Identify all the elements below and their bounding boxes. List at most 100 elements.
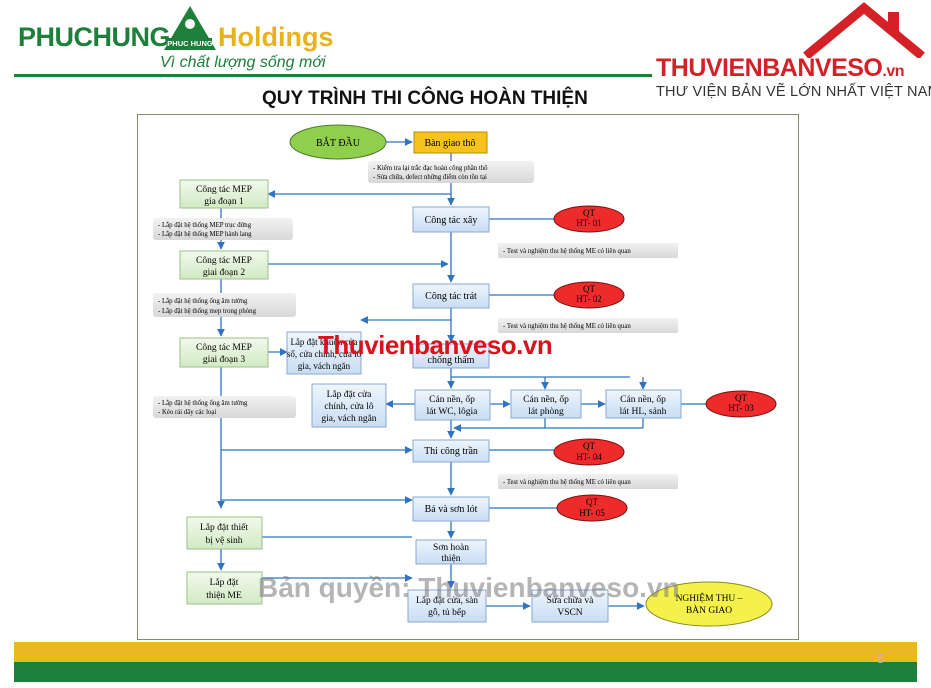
mep3-line2: giai đoạn 3 [203,355,245,365]
plaster-box: Công tác trát [412,283,490,309]
final-paint-line1: Sơn hoàn [433,543,469,553]
doors-line1: Lắp đặt cửa [327,389,372,400]
qt05-line1: QT [586,497,598,507]
waterproof-box: chống thấm [412,343,490,369]
note-mep2-line2: - Lắp đặt hệ thống mep trong phòng [158,308,257,315]
qt02-line1: QT [583,284,595,294]
note-test-2: - Test và nghiệm thu hệ thống ME có liên… [498,318,678,333]
qt05-line2: HT- 05 [579,508,605,518]
qt-ht05-node: QT HT- 05 [556,494,628,522]
note-test-3: - Test và nghiệm thu hệ thống ME có liên… [498,474,678,489]
note-handover-line2: - Sửa chữa, defect những điểm còn tồn tạ… [373,174,487,181]
electrical-line1: Lắp đặt [210,577,239,588]
frames-line3: gia, vách ngăn [298,361,351,371]
logo-brand-phuchung: PHUCHUNG [18,22,171,52]
repair-line1: Sửa chữa và [547,596,594,606]
logo-mark-text: PHUC HUNG [167,39,213,48]
house-roof-icon [803,2,925,58]
masonry-box: Công tác xây [412,206,490,233]
tvbv-tagline: THƯ VIỆN BẢN VẼ LỚN NHẤT VIỆT NAM [656,84,931,100]
mep2-box: Công tác MEP giai đoạn 2 [179,250,269,280]
tvbv-brand: THUVIENBANVESO.vn [656,54,904,83]
end-line2: BÀN GIAO [686,604,732,616]
mep3-line1: Công tác MEP [196,343,252,353]
plaster-label: Công tác trát [425,291,477,302]
tile-wc-line1: Cán nền, ốp [429,394,475,405]
footer-green-band [14,662,917,682]
page-number: 5 [877,651,885,666]
mep1-box: Công tác MEP gia đoạn 1 [179,179,269,209]
flow-connectors [217,138,706,610]
note-mep3-line1: - Lắp đặt hệ thống ống âm tường [158,400,248,407]
header-rule [14,74,654,77]
putty-label: Bả và sơn lót [425,504,478,515]
handover-box: Bàn giao thô [413,131,488,154]
note-mep1-line1: - Lắp đặt hệ thống MEP trục đứng [158,222,252,229]
putty-box: Bả và sơn lót [412,496,490,522]
note-mep2-line1: - Lắp đặt hệ thống ống âm tường [158,298,248,305]
watermark-grey: Bản quyền: Thuvienbanveso.vn [258,572,680,603]
tvbv-brand-name: THUVIENBANVESO [656,54,883,82]
mep3-box: Công tác MEP giai đoạn 3 [179,337,269,368]
qt-ht03-node: QT HT- 03 [705,390,777,418]
thuvienbanveso-logo: THUVIENBANVESO.vn THƯ VIỆN BẢN VẼ LỚN NH… [652,0,931,106]
tile-room-line1: Cán nền, ốp [523,394,569,405]
handover-label: Bàn giao thô [424,138,475,149]
tile-hall-box: Cán nền, ốp lát HL, sảnh [605,389,682,419]
phuchung-logo: PHUCHUNG PHUC HUNG Holdings Vì chất lượn… [12,4,352,74]
frames-line1: Lắp đặt khuôn cửa [290,337,357,347]
qt-ht01-node: QT HT- 01 [553,205,625,233]
frames-line2: sổ, cửa chính, cửa lô [287,349,362,359]
ceiling-box: Thi công trần [412,439,490,463]
final-paint-box: Sơn hoàn thiện [415,539,487,565]
doors-line3: gia, vách ngăn [321,414,376,424]
footer-yellow-band [14,642,917,662]
tile-hall-line2: lát HL, sảnh [620,407,667,417]
qt-ht02-node: QT HT- 02 [553,281,625,309]
note-test-1-text: - Test và nghiệm thu hệ thống ME có liên… [503,248,631,255]
final-paint-line2: thiện [442,554,461,564]
doors-box: Lắp đặt cửa chính, cửa lô gia, vách ngăn [311,383,387,428]
note-handover-line1: - Kiểm tra lại trắc đạc hoàn công phần t… [373,165,488,172]
qt04-line2: HT- 04 [576,452,602,462]
qt02-line2: HT- 02 [576,294,601,304]
qt03-line2: HT- 03 [728,403,754,413]
note-test-1: - Test và nghiệm thu hệ thống ME có liên… [498,243,678,258]
note-mep1-line2: - Lắp đặt hệ thống MEP hành lang [158,231,252,238]
mep2-line2: giai đoạn 2 [203,268,245,278]
end-line1: NGHIỆM THU – [676,592,743,604]
doors-line2: chính, cửa lô [324,402,373,412]
tile-hall-line1: Cán nền, ốp [620,394,666,405]
qt01-line1: QT [583,208,595,218]
logo-slogan: Vì chất lượng sống mới [160,54,326,71]
tile-room-line2: lát phòng [528,407,564,417]
tile-room-box: Cán nền, ốp lát phòng [510,389,582,419]
electrical-line2: thiện ME [206,591,242,601]
tvbv-brand-suffix: .vn [882,63,904,80]
qt03-line1: QT [735,393,747,403]
end-node: NGHIỆM THU – BÀN GIAO [645,581,773,627]
frames-box: Lắp đặt khuôn cửa sổ, cửa chính, cửa lô … [286,331,362,375]
sanitary-line1: Lắp đặt thiết [200,522,248,533]
mep1-line1: Công tác MEP [196,185,252,195]
note-mep1: - Lắp đặt hệ thống MEP trục đứng - Lắp đ… [153,218,293,240]
repair-line2: VSCN [557,608,582,618]
sanitary-box: Lắp đặt thiết bị vệ sinh [186,516,263,550]
doors-floor-line1: Lắp đặt cửa, sàn [416,595,478,606]
watermark-red: Thuvienbanveso.vn [318,330,553,360]
tile-wc-line2: lát WC, lôgia [427,407,479,417]
note-test-3-text: - Test và nghiệm thu hệ thống ME có liên… [503,479,631,486]
tile-wc-box: Cán nền, ốp lát WC, lôgia [414,389,491,421]
qt04-line1: QT [583,441,595,451]
doors-floor-line2: gỗ, tủ bếp [428,607,466,618]
note-handover: - Kiểm tra lại trắc đạc hoàn công phần t… [368,161,534,183]
ceiling-label: Thi công trần [424,446,478,457]
masonry-label: Công tác xây [425,215,478,226]
note-mep3-line2: - Kéo rải dây các loại [158,409,216,416]
start-node: BẮT ĐẦU [289,124,387,160]
waterproof-label: chống thấm [428,355,475,366]
start-label: BẮT ĐẦU [316,136,361,149]
note-test-2-text: - Test và nghiệm thu hệ thống ME có liên… [503,323,631,330]
